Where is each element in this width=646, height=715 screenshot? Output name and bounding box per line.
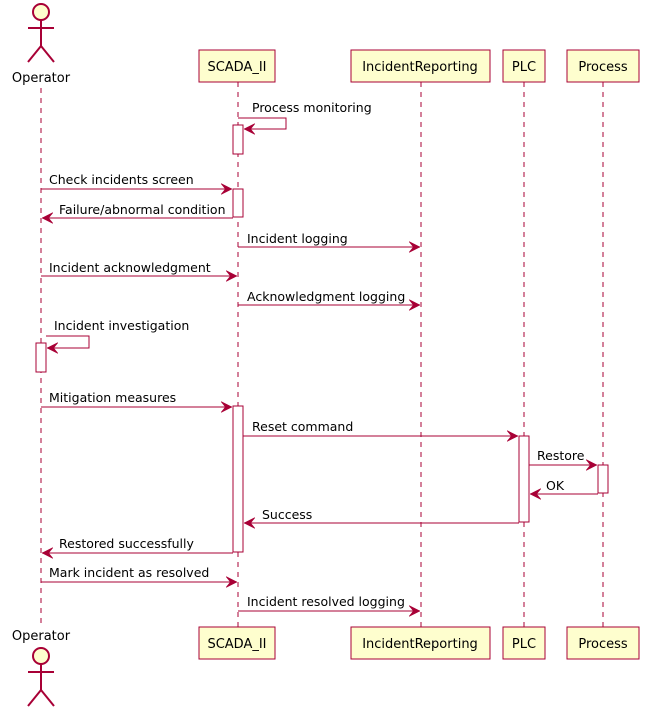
participant-box <box>502 49 546 83</box>
participant-box <box>566 626 640 660</box>
actor-leg-right <box>40 689 55 707</box>
activation-operator <box>35 342 47 373</box>
actor-operator-bottom: Operator <box>12 629 71 707</box>
participant-box <box>502 626 546 660</box>
arrow-process-monitoring <box>238 117 287 129</box>
message-label: Success <box>262 507 312 522</box>
participant-label-operator: Operator <box>12 71 71 86</box>
participant-label-scada: SCADA_II <box>207 60 266 75</box>
activation-scada-2 <box>232 188 244 218</box>
activation-scada-3 <box>232 405 244 553</box>
message-label: OK <box>546 478 565 493</box>
participant-plc-top: PLC <box>502 49 546 83</box>
message-label: Incident resolved logging <box>247 594 405 609</box>
message-label: Mitigation measures <box>49 390 176 405</box>
participant-scada-top: SCADA_II <box>198 49 276 83</box>
message-label: Process monitoring <box>252 100 372 115</box>
arrow-incident-investigation <box>46 335 90 348</box>
message-label: Restored successfully <box>59 536 195 551</box>
actor-head-icon <box>32 647 50 665</box>
actor-leg-right <box>40 45 55 63</box>
message-label: Incident logging <box>247 231 348 246</box>
participant-label-operator: Operator <box>12 629 71 644</box>
participant-scada-bottom: SCADA_II <box>198 626 276 660</box>
participant-label-plc: PLC <box>512 60 536 75</box>
message-label: Acknowledgment logging <box>247 289 405 304</box>
participant-label-process: Process <box>578 637 628 652</box>
message-label: Incident acknowledgment <box>49 260 211 275</box>
activation-process <box>597 464 609 494</box>
participant-label-incident-reporting: IncidentReporting <box>362 637 478 652</box>
activation-plc <box>518 435 530 523</box>
participant-incident-top: IncidentReporting <box>350 49 491 83</box>
message-label: Mark incident as resolved <box>49 565 209 580</box>
participant-plc-bottom: PLC <box>502 626 546 660</box>
actor-leg-left <box>27 45 42 63</box>
participant-box <box>198 49 276 83</box>
participant-box <box>198 626 276 660</box>
participant-label-incident-reporting: IncidentReporting <box>362 60 478 75</box>
message-label: Incident investigation <box>54 318 189 333</box>
participant-label-scada: SCADA_II <box>207 637 266 652</box>
participant-process-top: Process <box>566 49 640 83</box>
actor-operator-top: Operator <box>12 3 71 86</box>
participant-box <box>350 49 491 83</box>
participant-process-bottom: Process <box>566 626 640 660</box>
participant-label-process: Process <box>578 60 628 75</box>
message-label: Check incidents screen <box>49 172 194 187</box>
participant-box <box>566 49 640 83</box>
actor-leg-left <box>27 689 42 707</box>
participant-box <box>350 626 491 660</box>
activation-scada-1 <box>232 124 244 155</box>
message-label: Failure/abnormal condition <box>59 202 226 217</box>
participant-incident-bottom: IncidentReporting <box>350 626 491 660</box>
message-label: Reset command <box>252 419 353 434</box>
participant-label-plc: PLC <box>512 637 536 652</box>
message-label: Restore <box>537 448 585 463</box>
actor-head-icon <box>32 3 50 21</box>
